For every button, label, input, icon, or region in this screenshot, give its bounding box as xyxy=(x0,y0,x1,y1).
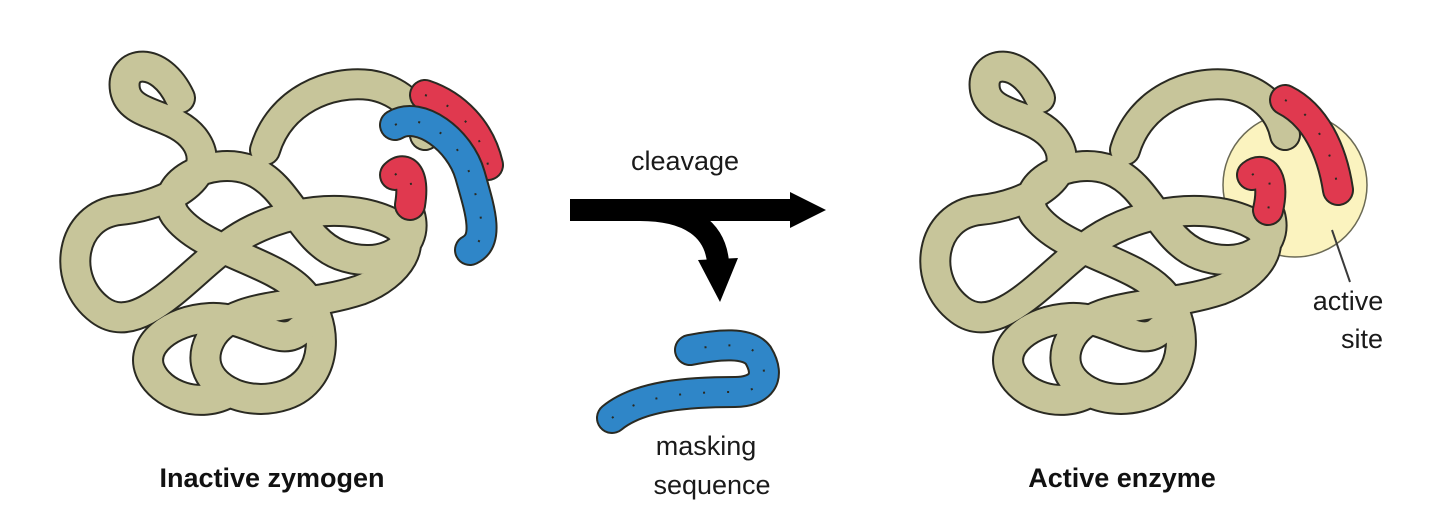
active-site-pointer xyxy=(1331,229,1351,283)
cleavage-arrow-icon xyxy=(570,192,826,302)
inactive-zymogen-caption: Inactive zymogen xyxy=(159,463,384,493)
masking-sequence-label-line1: masking xyxy=(656,431,757,461)
active-site-label-line1: active xyxy=(1313,286,1384,316)
active-site-label-line2: site xyxy=(1341,324,1383,354)
catalytic-segment xyxy=(1238,158,1285,224)
catalytic-segment xyxy=(1271,86,1352,204)
inactive-zymogen-protein xyxy=(75,67,504,400)
masking-sequence-free xyxy=(611,344,765,419)
cleavage-label: cleavage xyxy=(631,146,739,176)
masking-sequence-label-line2: sequence xyxy=(653,470,770,500)
masking-sequence-attached xyxy=(394,120,483,251)
catalytic-segment xyxy=(411,81,502,179)
protein-chain-icon xyxy=(935,67,1285,400)
active-enzyme-protein xyxy=(935,67,1354,400)
active-enzyme-caption: Active enzyme xyxy=(1028,463,1216,493)
catalytic-segment xyxy=(381,157,426,219)
protein-chain-icon xyxy=(75,67,425,400)
